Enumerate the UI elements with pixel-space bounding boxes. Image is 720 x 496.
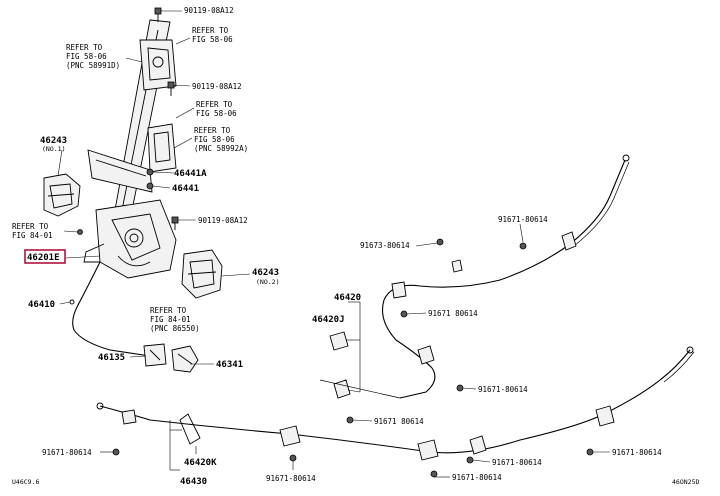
label-46243-left-sub: (NO.1) [42, 145, 65, 153]
label-refer-top-right-2: FIG 58-06 [192, 35, 233, 44]
label-91671-b1: 91671-80614 [266, 474, 316, 483]
bolt-91671-b4 [586, 448, 594, 456]
cable-46420-right [319, 154, 630, 399]
label-refer-mid2-1: REFER TO [194, 126, 231, 135]
label-91671-b4: 91671-80614 [612, 448, 662, 457]
label-46430: 46430 [180, 477, 207, 487]
label-refer-mid-2: FIG 58-06 [196, 109, 237, 118]
label-46243-right-sub: (NO.2) [256, 278, 279, 286]
label-refer-low-1: REFER TO [150, 306, 187, 315]
bolt-91671-b1 [289, 454, 297, 462]
bolt-91671-r4 [346, 416, 354, 424]
label-46201E: 46201E [27, 253, 60, 263]
label-refer-low-2: FIG 84-01 [150, 315, 191, 324]
bolt-90119-mid [167, 81, 175, 96]
screw-46441 [146, 182, 154, 190]
label-46243-left: 46243 [40, 136, 67, 146]
label-46341: 46341 [216, 360, 243, 370]
label-46243-right: 46243 [252, 268, 279, 278]
label-46420: 46420 [334, 293, 361, 303]
corner-label-right: 46ON25D [672, 478, 699, 486]
label-refer-mid2-3: (PNC 58992A) [194, 144, 248, 153]
equalizer-46135 [143, 343, 167, 367]
leader-lines [57, 10, 610, 478]
label-refer-left-1: REFER TO [12, 222, 49, 231]
part-46243-cover-no1 [43, 173, 81, 217]
label-46441A: 46441A [174, 169, 207, 179]
bolt-91671-b2 [430, 470, 438, 478]
label-bolt-top: 90119-08A12 [184, 6, 234, 15]
label-bolt-low: 90119-08A12 [198, 216, 248, 225]
label-refer-top-left-3: (PNC 58991D) [66, 61, 120, 70]
label-91671-b3: 91671-80614 [492, 458, 542, 467]
part-46243-cover-no2 [181, 249, 223, 299]
bolt-91671-b3 [466, 456, 474, 464]
label-refer-mid2-2: FIG 58-06 [194, 135, 235, 144]
bolt-91673 [436, 238, 444, 246]
bolt-90119-top [154, 7, 162, 22]
parking-brake-lever-assembly [83, 19, 177, 279]
corner-label-left: U46C9.6 [12, 478, 39, 486]
label-refer-top-left-1: REFER TO [66, 43, 103, 52]
label-91671-r4: 91671 80614 [374, 417, 424, 426]
bolt-91671-l [112, 448, 120, 456]
label-46441: 46441 [172, 184, 199, 194]
label-91671-r2: 91671 80614 [428, 309, 478, 318]
label-refer-top-left-2: FIG 58-06 [66, 52, 107, 61]
label-91671-b2: 91671-80614 [452, 473, 502, 482]
label-46420J: 46420J [312, 315, 345, 325]
bolt-91671-r3 [456, 384, 464, 392]
label-bolt-mid: 90119-08A12 [192, 82, 242, 91]
bracket-46341 [171, 345, 199, 373]
label-refer-left-2: FIG 84-01 [12, 231, 53, 240]
label-91671-l: 91671-80614 [42, 448, 92, 457]
label-91671-r3: 91671-80614 [478, 385, 528, 394]
screw-46441A [146, 168, 154, 176]
label-46135: 46135 [98, 353, 125, 363]
bolt-90119-low [171, 216, 179, 230]
bolt-91671-r2 [400, 310, 408, 318]
label-91673: 91673-80614 [360, 241, 410, 250]
highlight-46201E [24, 249, 66, 264]
label-46410: 46410 [28, 300, 55, 310]
label-46420K: 46420K [184, 458, 217, 468]
label-refer-low-3: (PNC 86550) [150, 324, 200, 333]
label-refer-mid-1: REFER TO [196, 100, 233, 109]
bolt-refer-left [77, 229, 83, 235]
cable-46430-left [96, 346, 695, 461]
label-91671-r1: 91671-80614 [498, 215, 548, 224]
label-refer-top-right-1: REFER TO [192, 26, 229, 35]
bolt-91671-r1 [519, 242, 527, 250]
